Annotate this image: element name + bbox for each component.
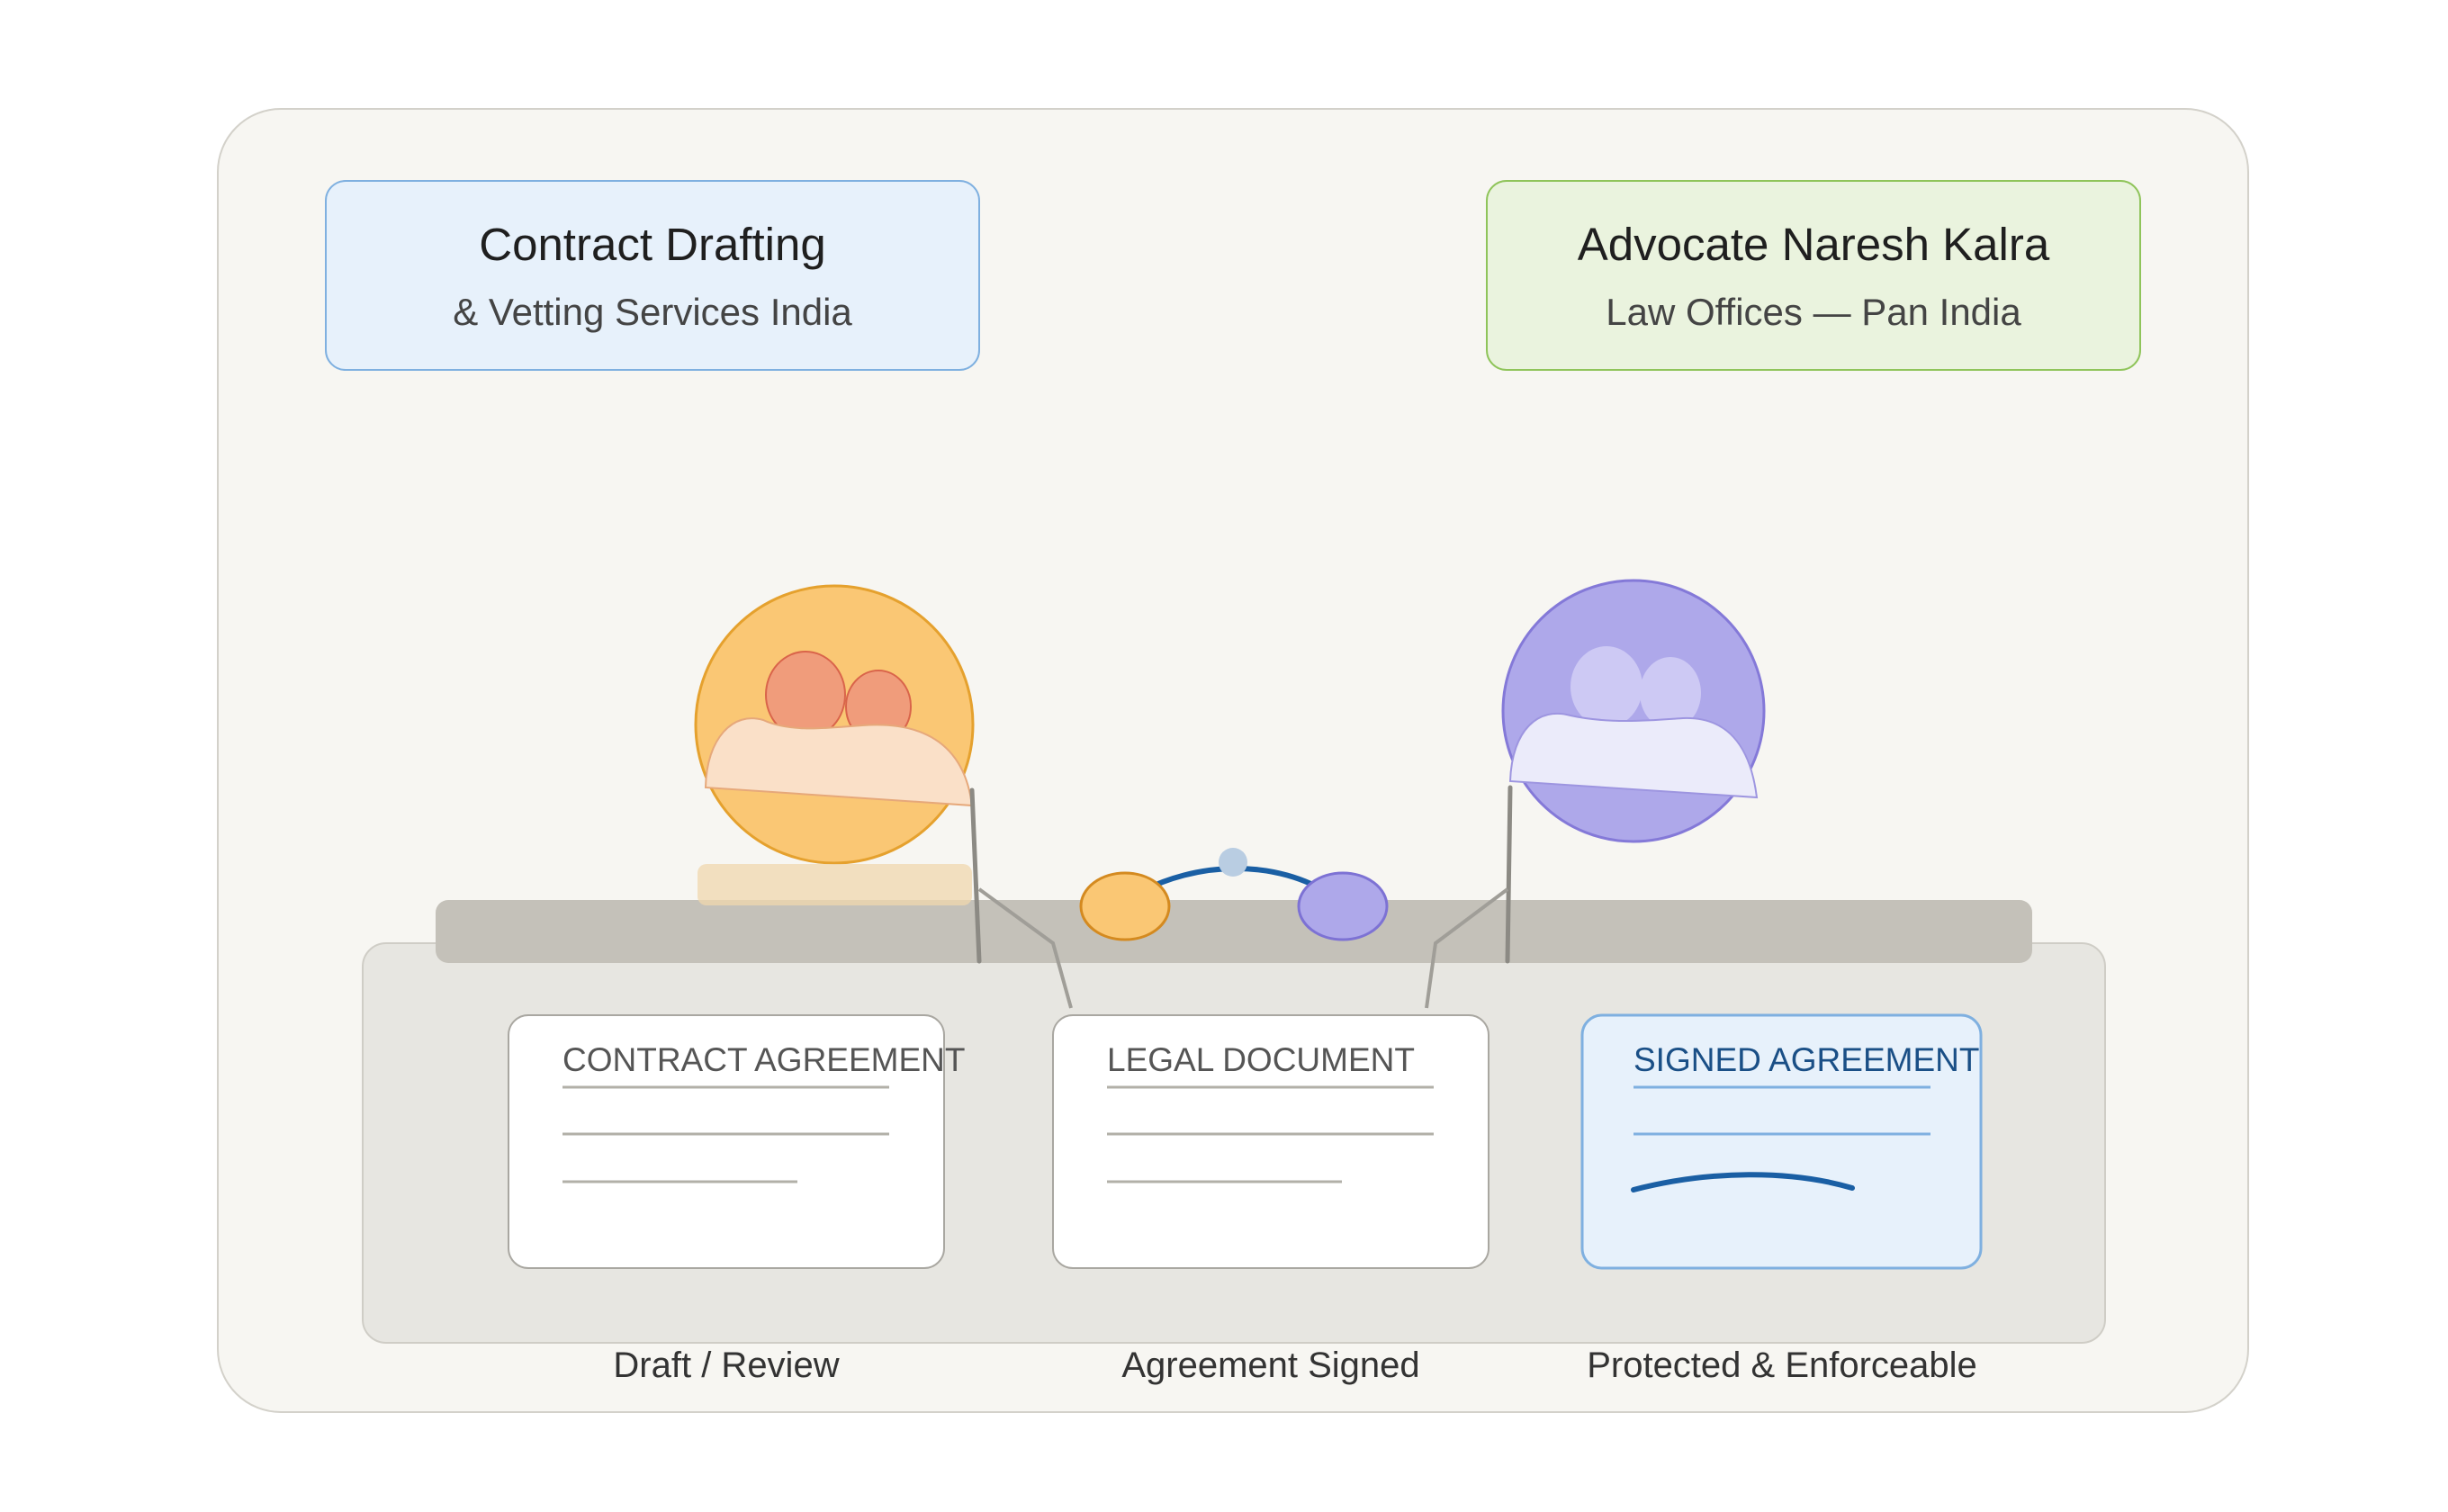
- right-card-subtitle: Law Offices — Pan India: [1606, 291, 2021, 333]
- document-card-contract: CONTRACT AGREEMENT: [508, 1014, 965, 1269]
- caption-draft: Draft / Review: [613, 1346, 839, 1385]
- document-card-signed: SIGNED AGREEMENT: [1580, 1013, 1983, 1270]
- client-group-icon: [694, 584, 975, 865]
- document-title: CONTRACT AGREEMENT: [562, 1041, 965, 1078]
- desk: [436, 900, 2032, 963]
- document-card-legal: LEGAL DOCUMENT: [1052, 1014, 1490, 1269]
- handshake-icon: [1079, 848, 1389, 941]
- right-pen: [1505, 785, 1513, 964]
- caption-protected: Protected & Enforceable: [1587, 1346, 1977, 1385]
- left-card-title: Contract Drafting: [479, 219, 826, 270]
- right-card-title: Advocate Naresh Kalra: [1578, 219, 2050, 270]
- document-title: LEGAL DOCUMENT: [1107, 1041, 1415, 1078]
- right-connector: [1425, 887, 1509, 1009]
- left-header-card: Contract Drafting & Vetting Services Ind…: [325, 180, 980, 371]
- left-card-subtitle: & Vetting Services India: [453, 291, 852, 333]
- lawyer-group-icon: [1501, 579, 1766, 843]
- left-pen: [969, 788, 982, 964]
- document-title: SIGNED AGREEMENT: [1634, 1041, 1979, 1078]
- left-notepad: [698, 864, 972, 905]
- right-header-card: Advocate Naresh Kalra Law Offices — Pan …: [1486, 180, 2141, 371]
- signature-icon: [1631, 1172, 1855, 1192]
- caption-signed: Agreement Signed: [1121, 1346, 1419, 1385]
- left-connector: [977, 887, 1073, 1009]
